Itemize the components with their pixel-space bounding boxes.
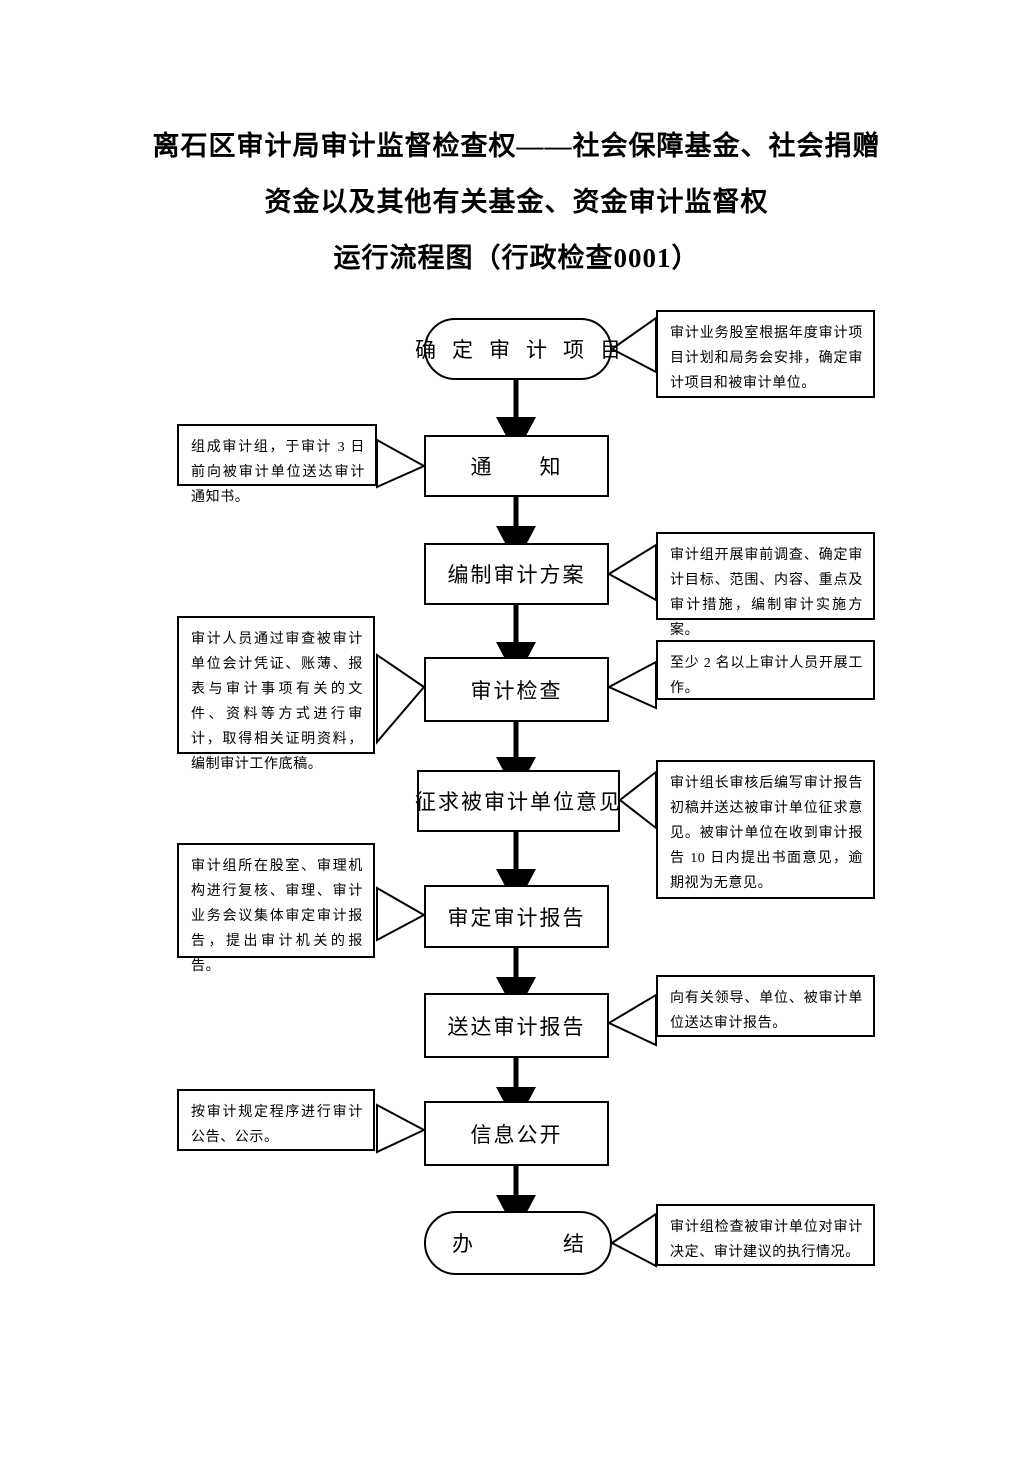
title-line-1: 离石区审计局审计监督检查权——社会保障基金、社会捐赠 — [152, 131, 881, 161]
node-complete[interactable]: 办 结 — [424, 1211, 612, 1275]
node-make-plan[interactable]: 编制审计方案 — [424, 543, 609, 605]
note-notice: 组成审计组，于审计 3 日前向被审计单位送达审计通知书。 — [177, 424, 377, 505]
node-disclose-info-label: 信息公开 — [470, 1122, 563, 1147]
node-solicit-opinion-label: 征求被审计单位意见 — [415, 790, 622, 814]
node-disclose-info[interactable]: 信息公开 — [424, 1101, 609, 1166]
note-audit-check-left: 审计人员通过审查被审计单位会计凭证、账薄、报表与审计事项有关的文件、资料等方式进… — [177, 616, 375, 772]
title-line-3: 运行流程图（行政检查0001） — [333, 243, 700, 273]
note-disclose-info: 按审计规定程序进行审计公告、公示。 — [177, 1089, 375, 1151]
note-complete: 审计组检查被审计单位对审计决定、审计建议的执行情况。 — [656, 1204, 875, 1266]
node-audit-check-label: 审计检查 — [470, 678, 563, 703]
node-approve-report[interactable]: 审定审计报告 — [424, 885, 609, 948]
leader-audit-check-left — [376, 653, 426, 745]
note-deliver-report: 向有关领导、单位、被审计单位送达审计报告。 — [656, 975, 875, 1037]
node-complete-label: 办 结 — [452, 1232, 600, 1256]
note-audit-check-right: 至少 2 名以上审计人员开展工作。 — [656, 640, 875, 700]
note-approve-report: 审计组所在股室、审理机构进行复核、审理、审计业务会议集体审定审计报告，提出审计机… — [177, 843, 375, 974]
node-make-plan-label: 编制审计方案 — [447, 563, 586, 587]
node-confirm-project[interactable]: 确定审计项目 — [415, 318, 621, 380]
title-line-2: 资金以及其他有关基金、资金审计监督权 — [264, 187, 769, 217]
leader-make-plan — [607, 543, 657, 602]
leader-solicit-opinion — [618, 769, 657, 831]
leader-notice — [376, 438, 427, 489]
leader-deliver-report — [606, 993, 657, 1047]
node-approve-report-label: 审定审计报告 — [447, 905, 586, 930]
node-solicit-opinion[interactable]: 征求被审计单位意见 — [415, 770, 622, 832]
note-solicit-opinion: 审计组长审核后编写审计报告初稿并送达被审计单位征求意见。被审计单位在收到审计报告… — [656, 760, 875, 899]
page-title: 离石区审计局审计监督检查权——社会保障基金、社会捐赠 资金以及其他有关基金、资金… — [110, 118, 923, 286]
node-audit-check[interactable]: 审计检查 — [424, 657, 609, 722]
node-deliver-report[interactable]: 送达审计报告 — [424, 993, 609, 1058]
node-deliver-report-label: 送达审计报告 — [447, 1014, 586, 1039]
leader-disclose-info — [376, 1103, 427, 1154]
node-notice[interactable]: 通 知 — [424, 435, 609, 497]
note-confirm-project: 审计业务股室根据年度审计项目计划和局务会安排，确定审计项目和被审计单位。 — [656, 310, 875, 398]
leader-audit-check-right — [606, 660, 657, 710]
node-confirm-project-label: 确定审计项目 — [415, 338, 637, 362]
node-notice-label: 通 知 — [470, 455, 563, 479]
leader-complete — [610, 1212, 657, 1268]
leader-approve-report — [376, 886, 427, 942]
note-make-plan: 审计组开展审前调查、确定审计目标、范围、内容、重点及审计措施，编制审计实施方案。 — [656, 532, 875, 638]
